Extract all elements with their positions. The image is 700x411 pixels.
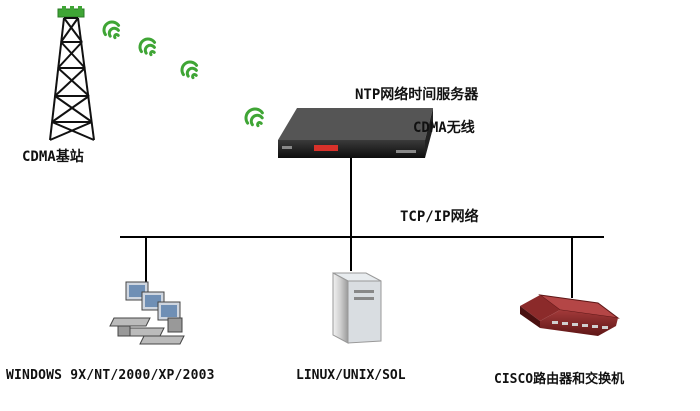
network-lines xyxy=(120,158,604,298)
ntp-server-label: NTP网络时间服务器 xyxy=(355,87,479,103)
linux-label: LINUX/UNIX/SOL xyxy=(296,368,406,383)
base-station-label: CDMA基站 xyxy=(22,149,84,165)
wifi-signal-icon xyxy=(102,20,264,128)
tower-computer-icon xyxy=(332,272,382,344)
computer-cluster-icon xyxy=(109,281,185,345)
windows-label: WINDOWS 9X/NT/2000/XP/2003 xyxy=(6,368,215,383)
cisco-label: CISCO路由器和交换机 xyxy=(494,372,625,387)
radio-tower-icon xyxy=(49,6,95,141)
network-label: TCP/IP网络 xyxy=(400,209,479,225)
rack-server-icon xyxy=(278,108,433,158)
network-switch-icon xyxy=(520,294,620,336)
cdma-wireless-label: CDMA无线 xyxy=(413,120,475,136)
